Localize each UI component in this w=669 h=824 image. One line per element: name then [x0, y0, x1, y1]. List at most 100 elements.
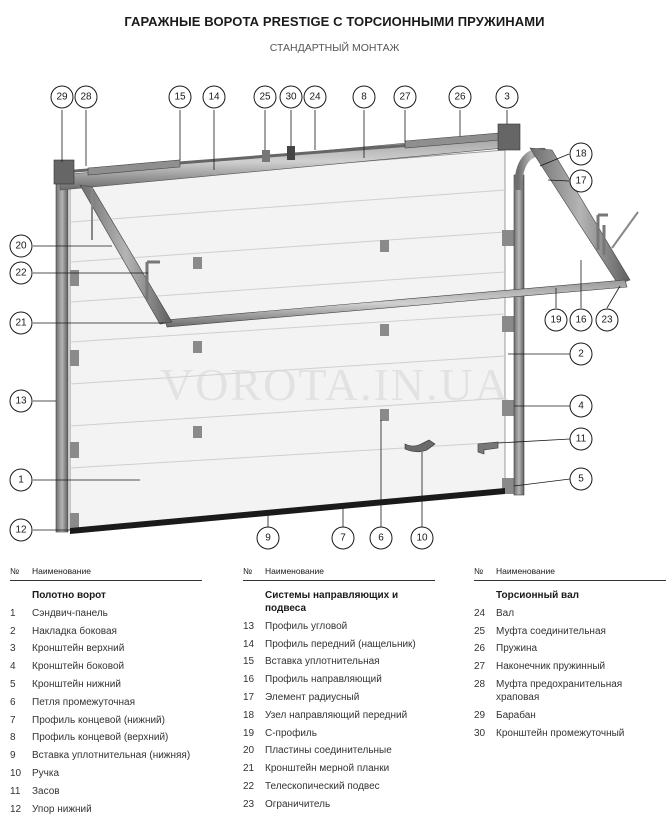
svg-text:21: 21 — [15, 318, 27, 329]
col-name: Наименование — [32, 566, 91, 576]
left-vertical-track — [55, 167, 69, 533]
callout-19: 19 — [544, 308, 568, 332]
callout-13: 13 — [9, 389, 33, 413]
legend-section-title: Полотно ворот — [32, 590, 106, 601]
panel-seams — [69, 189, 506, 469]
callout-7: 7 — [331, 526, 355, 550]
svg-text:10: 10 — [416, 533, 428, 544]
callout-20: 20 — [9, 234, 33, 258]
callout-8: 8 — [352, 85, 376, 109]
col-no: № — [10, 566, 20, 576]
coupling — [262, 150, 270, 162]
svg-text:30: 30 — [285, 92, 297, 103]
svg-text:1: 1 — [18, 475, 24, 486]
intermediate-bracket — [287, 146, 295, 160]
callout-4: 4 — [569, 394, 593, 418]
watermark: VOROTA.IN.UA — [160, 359, 510, 410]
bottom-seal — [70, 488, 505, 534]
svg-text:5: 5 — [578, 474, 584, 485]
svg-text:4: 4 — [578, 401, 584, 412]
col-name: Наименование — [265, 566, 324, 576]
svg-text:11: 11 — [576, 434, 587, 445]
bolt — [477, 441, 499, 455]
legend-column-guides: № Наименование Системы направляющих и по… — [243, 566, 435, 811]
svg-text:24: 24 — [309, 92, 321, 103]
svg-text:28: 28 — [80, 92, 92, 103]
col-no: № — [474, 566, 484, 576]
svg-text:29: 29 — [56, 92, 68, 103]
handle — [404, 439, 436, 453]
callout-30: 30 — [279, 85, 303, 109]
callout-2: 2 — [569, 342, 593, 366]
callout-12: 12 — [9, 518, 33, 542]
callout-6: 6 — [369, 526, 393, 550]
callout-23: 23 — [595, 308, 619, 332]
callout-18: 18 — [569, 142, 593, 166]
callout-1: 1 — [9, 468, 33, 492]
svg-text:26: 26 — [454, 92, 466, 103]
callout-16: 16 — [569, 308, 593, 332]
svg-text:23: 23 — [601, 315, 613, 326]
col-name: Наименование — [496, 566, 555, 576]
svg-text:7: 7 — [340, 533, 346, 544]
sandwich-panel — [69, 149, 506, 531]
svg-text:15: 15 — [174, 92, 186, 103]
legend-header: № Наименование — [474, 566, 666, 581]
guide-profile — [529, 147, 631, 285]
callout-29: 29 — [50, 85, 74, 109]
svg-text:22: 22 — [15, 268, 27, 279]
page-title: ГАРАЖНЫЕ ВОРОТА PRESTIGE С ТОРСИОННЫМИ П… — [124, 14, 545, 29]
svg-text:13: 13 — [15, 396, 27, 407]
svg-text:27: 27 — [399, 92, 411, 103]
right-vertical-track — [513, 174, 525, 496]
svg-text:19: 19 — [550, 315, 562, 326]
right-stop — [611, 211, 639, 249]
right-drum — [497, 123, 521, 151]
callout-9: 9 — [256, 526, 280, 550]
callout-27: 27 — [393, 85, 417, 109]
svg-text:17: 17 — [575, 176, 587, 187]
svg-text:16: 16 — [575, 315, 587, 326]
callout-10: 10 — [410, 526, 434, 550]
legend-header: № Наименование — [243, 566, 435, 581]
callout-17: 17 — [569, 169, 593, 193]
legend-section-title: Торсионный вал — [496, 590, 579, 601]
svg-text:20: 20 — [15, 241, 27, 252]
callout-5: 5 — [569, 467, 593, 491]
svg-text:3: 3 — [504, 92, 510, 103]
callout-24: 24 — [303, 85, 327, 109]
torsion-springs — [87, 132, 501, 176]
svg-text:12: 12 — [15, 525, 27, 536]
legend-section-title: Системы направляющих и подвеса — [265, 590, 399, 614]
svg-text:18: 18 — [575, 149, 587, 160]
svg-text:9: 9 — [265, 533, 271, 544]
legend-header: № Наименование — [10, 566, 202, 581]
page-subtitle: СТАНДАРТНЫЙ МОНТАЖ — [269, 42, 400, 54]
callout-3: 3 — [495, 85, 519, 109]
callout-28: 28 — [74, 85, 98, 109]
